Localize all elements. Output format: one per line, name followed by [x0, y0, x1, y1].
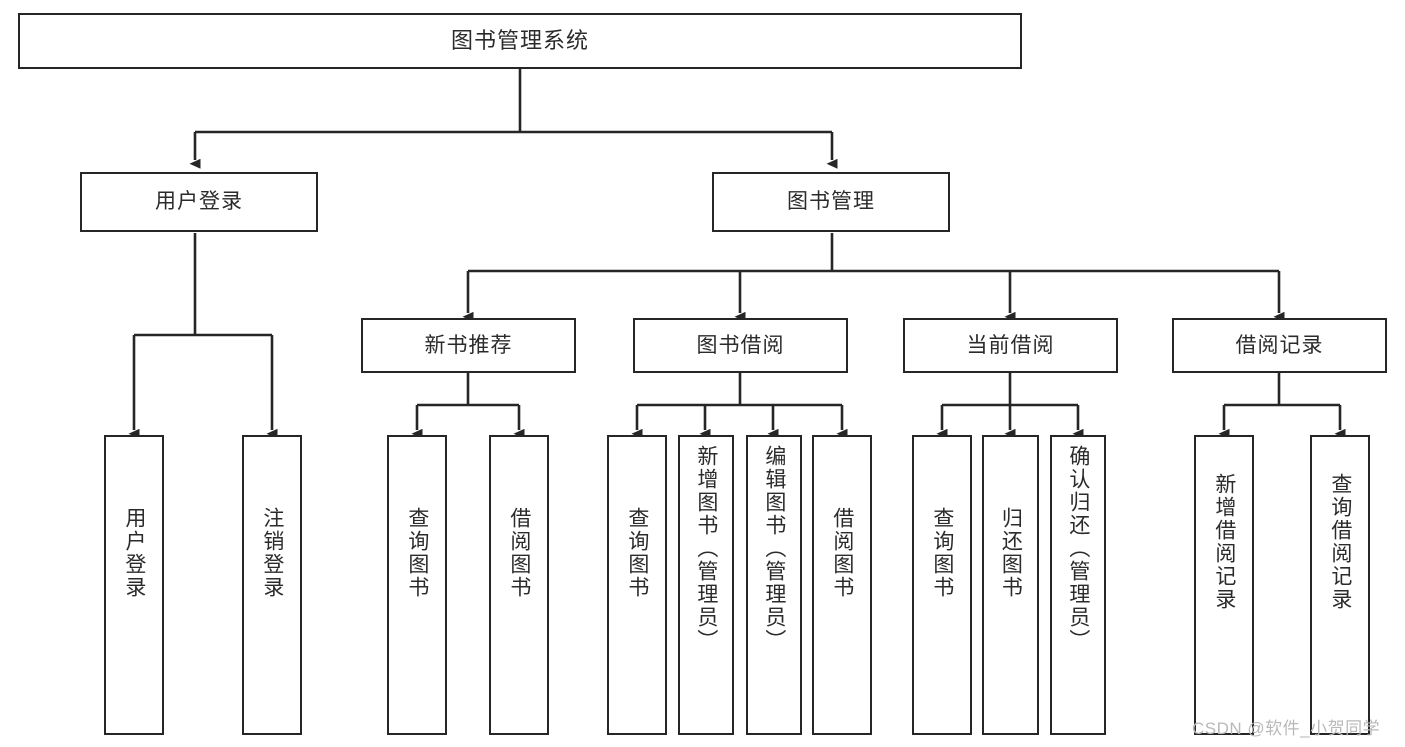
node-leaf-confirm-return-label: 确认归还（管理员） [1066, 445, 1090, 652]
node-user-login[interactable]: 用户登录 [80, 172, 318, 232]
node-leaf-return-book[interactable]: 归还图书 [982, 435, 1039, 735]
node-leaf-logout[interactable]: 注销登录 [242, 435, 302, 735]
node-book-borrow[interactable]: 图书借阅 [633, 318, 848, 373]
node-current-borrow[interactable]: 当前借阅 [903, 318, 1118, 373]
node-root[interactable]: 图书管理系统 [18, 13, 1022, 69]
node-leaf-borrow-book-2[interactable]: 借阅图书 [812, 435, 872, 735]
node-current-borrow-label: 当前借阅 [966, 333, 1055, 357]
node-new-book-rec-label: 新书推荐 [424, 333, 513, 357]
node-leaf-return-book-label: 归还图书 [999, 507, 1023, 599]
node-leaf-borrow-book-1-label: 借阅图书 [507, 507, 531, 599]
node-book-manage-label: 图书管理 [787, 190, 875, 214]
node-book-manage[interactable]: 图书管理 [712, 172, 950, 232]
node-leaf-edit-book-label: 编辑图书（管理员） [762, 445, 786, 652]
node-borrow-record-label: 借阅记录 [1235, 333, 1324, 357]
node-leaf-user-login[interactable]: 用户登录 [104, 435, 164, 735]
node-leaf-add-book-label: 新增图书（管理员） [694, 445, 718, 652]
node-leaf-query-book-2-label: 查询图书 [625, 507, 649, 599]
node-leaf-query-book-3[interactable]: 查询图书 [912, 435, 972, 735]
node-book-borrow-label: 图书借阅 [696, 333, 785, 357]
node-leaf-logout-label: 注销登录 [260, 507, 284, 599]
node-leaf-add-book[interactable]: 新增图书（管理员） [678, 435, 734, 735]
node-leaf-query-record-label: 查询借阅记录 [1328, 473, 1352, 611]
node-leaf-confirm-return[interactable]: 确认归还（管理员） [1050, 435, 1106, 735]
node-leaf-query-book-1-label: 查询图书 [405, 507, 429, 599]
node-leaf-borrow-book-2-label: 借阅图书 [830, 507, 854, 599]
node-leaf-query-book-1[interactable]: 查询图书 [387, 435, 447, 735]
node-user-login-label: 用户登录 [155, 190, 243, 214]
node-root-label: 图书管理系统 [450, 27, 589, 53]
node-leaf-borrow-book-1[interactable]: 借阅图书 [489, 435, 549, 735]
node-leaf-user-login-label: 用户登录 [122, 507, 146, 599]
node-leaf-query-book-3-label: 查询图书 [930, 507, 954, 599]
node-borrow-record[interactable]: 借阅记录 [1172, 318, 1387, 373]
node-leaf-add-record-label: 新增借阅记录 [1212, 473, 1236, 611]
watermark: CSDN @软件_小贺同学 [1192, 719, 1381, 738]
node-new-book-rec[interactable]: 新书推荐 [361, 318, 576, 373]
node-leaf-query-record[interactable]: 查询借阅记录 [1310, 435, 1370, 735]
node-leaf-add-record[interactable]: 新增借阅记录 [1194, 435, 1254, 735]
node-leaf-query-book-2[interactable]: 查询图书 [607, 435, 667, 735]
node-leaf-edit-book[interactable]: 编辑图书（管理员） [746, 435, 802, 735]
